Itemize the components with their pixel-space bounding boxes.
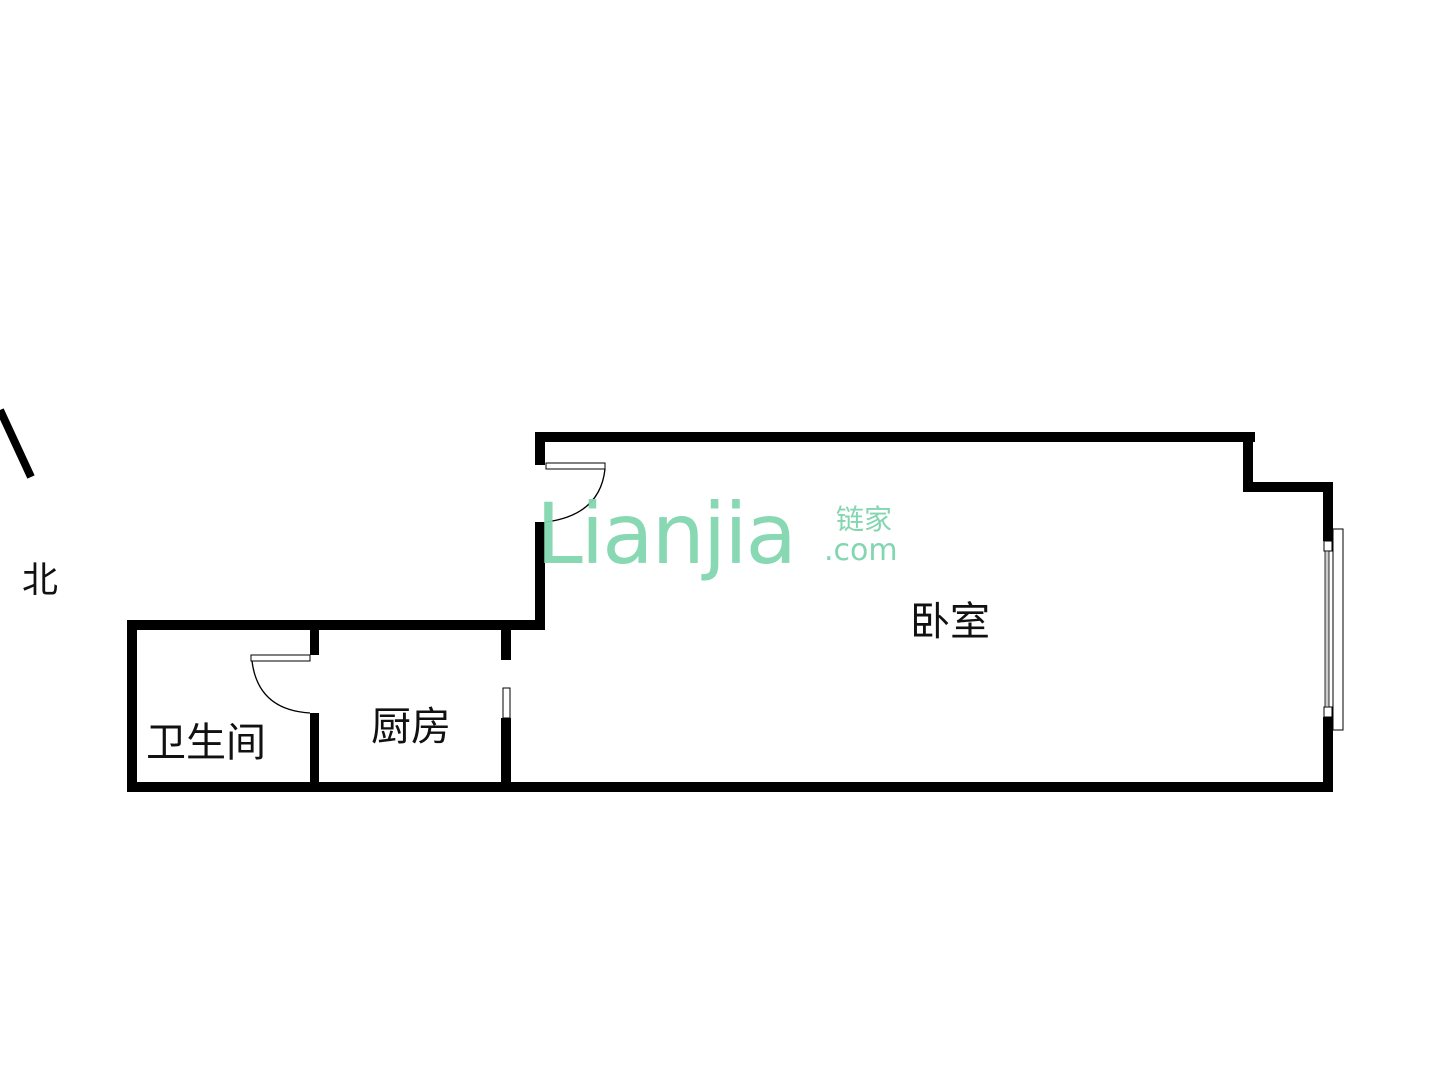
bedroom-door xyxy=(545,462,606,523)
wall-bath-divider-upper xyxy=(310,630,319,655)
window xyxy=(1323,528,1344,731)
wall-bedroom-left-upper xyxy=(535,432,545,465)
wall-bedroom-left-lower xyxy=(535,522,545,630)
wall-kitchen-divider-lower xyxy=(501,718,511,782)
wall-step xyxy=(1243,432,1253,492)
wall-right-upper xyxy=(1323,482,1333,541)
wall-bedroom-top xyxy=(535,432,1255,442)
wall-left xyxy=(127,620,137,792)
room-label-kitchen: 厨房 xyxy=(371,704,451,750)
wall-kitchen-top xyxy=(127,620,545,630)
watermark-brand: Lianjia xyxy=(536,485,797,583)
walls xyxy=(127,432,1333,792)
room-label-bathroom: 卫生间 xyxy=(146,720,266,766)
wall-right-lower xyxy=(1323,717,1333,792)
watermark-domain: .com xyxy=(824,533,898,568)
wall-step-top xyxy=(1243,482,1333,492)
wall-bottom xyxy=(127,782,1333,792)
watermark-brand-cn: 链家 xyxy=(836,503,893,536)
compass-needle xyxy=(0,408,35,479)
wall-bath-divider-lower xyxy=(310,713,319,782)
kitchen-opening xyxy=(502,687,511,719)
wall-kitchen-divider-upper xyxy=(501,630,511,660)
bathroom-door xyxy=(250,654,311,714)
room-label-bedroom: 卧室 xyxy=(910,599,990,645)
compass-label: 北 xyxy=(22,560,59,601)
